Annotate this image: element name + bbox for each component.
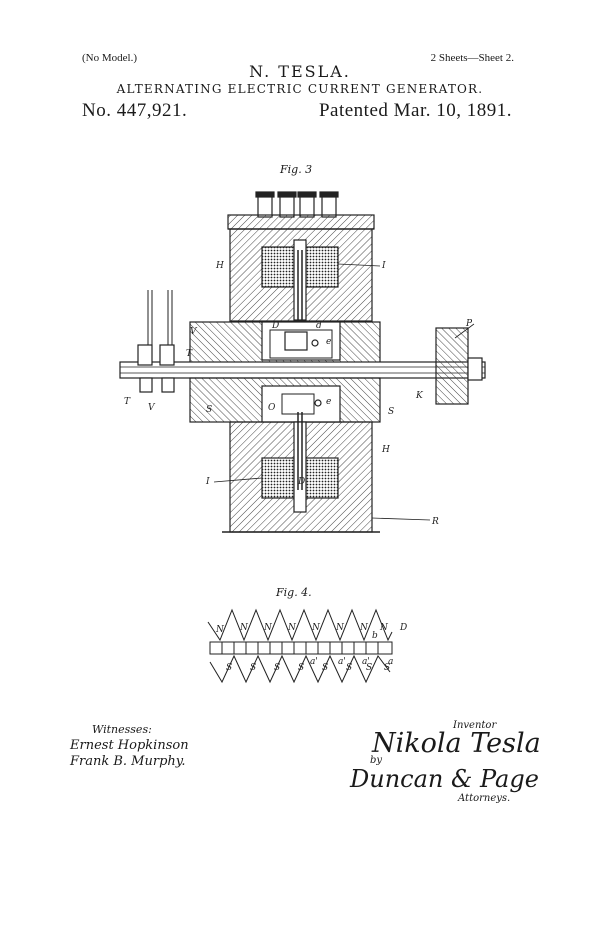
label-V-lower: V (148, 403, 156, 413)
label-T-upper: T (186, 349, 193, 359)
sheet-number: 2 Sheets—Sheet 2. (430, 52, 514, 64)
label-S-left: S (206, 405, 212, 415)
pole-N-5: N (311, 623, 321, 633)
label-T-lower: T (124, 397, 131, 407)
pole-N-1: N (215, 625, 225, 635)
witness-signature-2: Frank B. Murphy. (70, 754, 186, 769)
pole-N-6: N (335, 623, 345, 633)
fig3-generator-section (119, 191, 486, 533)
label-V-upper: V (190, 327, 198, 337)
attorneys-label: Attorneys. (458, 793, 511, 804)
by-label: by (370, 755, 383, 766)
label-O-lower: O (268, 403, 276, 413)
pole-S-8: S (384, 663, 390, 673)
fig4-label-a2: a' (338, 657, 346, 667)
fig4-labels: N N N N N N N N S S S S S S S S D b a' a… (215, 623, 407, 673)
inventor-label: Inventor (453, 720, 497, 731)
pole-S-5: S (322, 663, 328, 673)
fig4-label-a1: a' (310, 657, 318, 667)
witnesses-label: Witnesses: (92, 723, 152, 736)
inventor-signature: Nikola Tesla (372, 728, 541, 759)
fig3-part-labels: H I D d e V T P T V S O e S K H I D R (124, 261, 473, 527)
fig4-diagram (207, 608, 393, 684)
fig4-label: Fig. 4. (276, 586, 312, 599)
label-S-right: S (388, 407, 394, 417)
pole-N-3: N (263, 623, 273, 633)
label-e-lower: e (326, 397, 331, 407)
fig3-leader-lines (213, 263, 475, 521)
label-e-top: e (326, 337, 331, 347)
label-P: P (465, 319, 473, 329)
patent-number: No. 447,921. (82, 100, 188, 121)
pole-S-7: S (366, 663, 372, 673)
pole-N-7: N (359, 623, 369, 633)
pole-S-6: S (346, 663, 352, 673)
label-I-lower: I (205, 477, 210, 487)
fig3-label: Fig. 3 (280, 163, 313, 176)
label-D-top: D (271, 321, 279, 331)
no-model-note: (No Model.) (82, 52, 137, 64)
label-I-top: I (381, 261, 386, 271)
attorney-signature: Duncan & Page (350, 765, 539, 793)
fig4-label-D: D (399, 623, 407, 633)
top-terminals (255, 191, 339, 218)
fig4-strip-cells (221, 642, 379, 654)
pole-S-2: S (250, 663, 256, 673)
inventor-name-heading: N. TESLA. (249, 62, 351, 81)
patent-date: Patented Mar. 10, 1891. (318, 100, 512, 121)
fig4-label-a3: a' (362, 657, 370, 667)
label-H-top: H (215, 261, 224, 271)
label-d-top: d (316, 321, 322, 331)
label-H-lower: H (381, 445, 390, 455)
pole-S-1: S (226, 663, 232, 673)
pole-N-8: N (379, 623, 389, 633)
pole-N-2: N (239, 623, 249, 633)
label-D-lower: D (297, 477, 305, 487)
fig4-label-b: b (372, 631, 378, 641)
pole-S-3: S (274, 663, 280, 673)
patent-title: ALTERNATING ELECTRIC CURRENT GENERATOR. (116, 82, 484, 96)
witness-signature-1: Ernest Hopkinson (70, 738, 189, 753)
pole-S-4: S (298, 663, 304, 673)
label-R: R (431, 517, 439, 527)
pole-N-4: N (287, 623, 297, 633)
fig4-label-a4: a (388, 657, 393, 667)
label-K: K (415, 391, 424, 401)
